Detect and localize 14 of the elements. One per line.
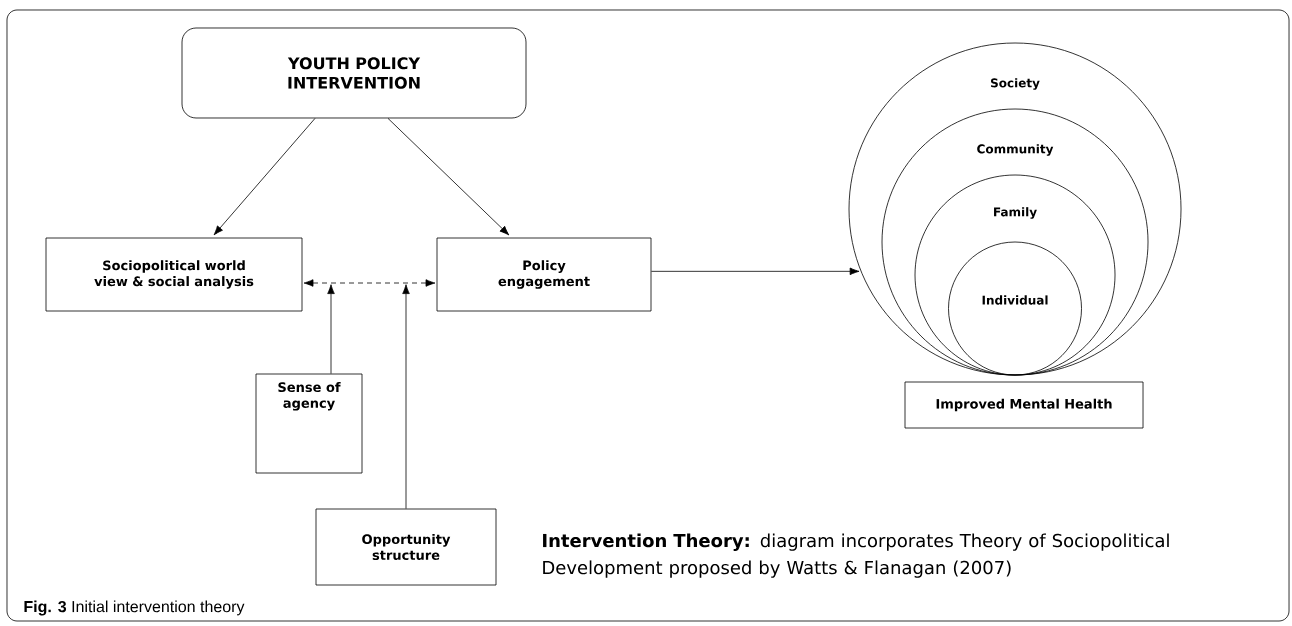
- arrow: [387, 118, 510, 236]
- concept-box: Sociopolitical world view & social analysis: [45, 237, 303, 312]
- intervention-box: YOUTH POLICY INTERVENTION: [181, 27, 527, 119]
- arrow: [402, 284, 410, 509]
- concept-box: Sense of agency: [255, 373, 363, 474]
- arrow: [651, 267, 860, 276]
- concept-box: Policy engagement: [436, 237, 652, 312]
- concept-box: Opportunity structure: [315, 508, 497, 586]
- arrow: [213, 118, 316, 236]
- figure-caption: Fig. 3 Initial intervention theory: [24, 600, 245, 616]
- concept-box: Improved Mental Health: [904, 381, 1144, 429]
- note-text: Intervention Theory: diagram incorporates Theory of Sociopolitical Development proposed by Watts & Flanagan (2007): [543, 533, 1169, 578]
- arrow: [327, 284, 335, 374]
- arrow: [303, 279, 436, 287]
